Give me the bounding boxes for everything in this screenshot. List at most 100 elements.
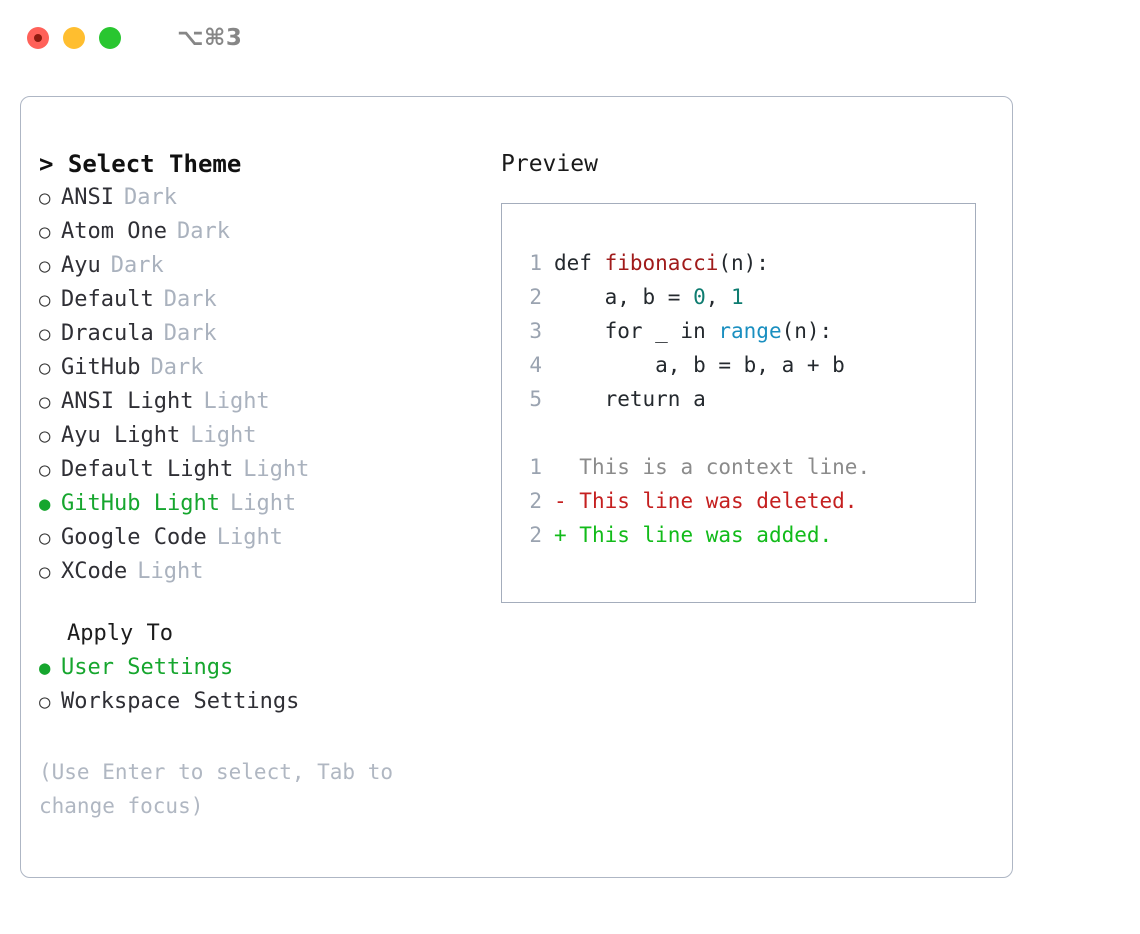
diff-text: This is a context line. xyxy=(579,455,871,479)
radio-unselected-icon[interactable]: ○ xyxy=(39,425,51,447)
theme-list-item[interactable]: ● GitHub Light Light xyxy=(39,487,479,521)
minimize-button-icon[interactable] xyxy=(63,27,85,49)
theme-list-item[interactable]: ○ Atom One Dark xyxy=(39,215,479,249)
theme-name-label: Default Light xyxy=(61,457,234,482)
theme-name-label: Ayu Light xyxy=(61,423,181,448)
code-line: 5 return a xyxy=(516,382,969,416)
zoom-button-icon[interactable] xyxy=(99,27,121,49)
theme-variant-tag: Light xyxy=(243,457,310,482)
radio-unselected-icon[interactable]: ○ xyxy=(39,323,51,345)
keyboard-hint-text: (Use Enter to select, Tab to change focu… xyxy=(39,760,406,818)
diff-line: 2+ This line was added. xyxy=(516,518,969,552)
window-controls xyxy=(27,27,121,49)
code-token: return a xyxy=(554,387,706,411)
radio-unselected-icon[interactable]: ○ xyxy=(39,691,51,713)
radio-unselected-icon[interactable]: ○ xyxy=(39,357,51,379)
line-number: 2 xyxy=(529,489,542,513)
diff-text: This line was deleted. xyxy=(579,489,858,513)
theme-variant-tag: Dark xyxy=(176,219,230,244)
line-number: 4 xyxy=(529,353,542,377)
theme-name-label: Google Code xyxy=(61,525,207,550)
theme-name-label: GitHub Light xyxy=(61,491,220,516)
radio-unselected-icon[interactable]: ○ xyxy=(39,391,51,413)
radio-unselected-icon[interactable]: ○ xyxy=(39,221,51,243)
select-theme-header: > Select Theme xyxy=(39,150,242,178)
code-line-content: for _ in range(n): xyxy=(554,314,833,348)
theme-name-label: Atom One xyxy=(61,219,167,244)
theme-list-item[interactable]: ○ Ayu Dark xyxy=(39,249,479,283)
code-token: 1 xyxy=(731,285,744,309)
keyboard-shortcut-label: ⌥⌘3 xyxy=(177,25,243,51)
diff-line: 2- This line was deleted. xyxy=(516,484,969,518)
code-token: 0 xyxy=(693,285,706,309)
theme-variant-tag: Light xyxy=(216,525,283,550)
theme-variant-tag: Dark xyxy=(163,321,217,346)
code-token: def xyxy=(554,251,605,275)
line-number: 3 xyxy=(529,319,542,343)
theme-variant-tag: Dark xyxy=(123,185,177,210)
diff-marker: + xyxy=(554,523,580,547)
radio-selected-icon[interactable]: ● xyxy=(39,493,51,515)
theme-list-item[interactable]: ○ GitHub Dark xyxy=(39,351,479,385)
apply-to-option[interactable]: ● User Settings xyxy=(39,651,479,685)
theme-name-label: ANSI xyxy=(61,185,114,210)
theme-name-label: GitHub xyxy=(61,355,141,380)
theme-list-item[interactable]: ○ Google Code Light xyxy=(39,521,479,555)
theme-list-item[interactable]: ○ ANSI Dark xyxy=(39,181,479,215)
code-line-content: a, b = 0, 1 xyxy=(554,280,744,314)
apply-to-label: User Settings xyxy=(61,655,234,680)
radio-selected-icon[interactable]: ● xyxy=(39,657,51,679)
code-line-content: a, b = b, a + b xyxy=(554,348,845,382)
apply-to-list[interactable]: ● User Settings ○ Workspace Settings xyxy=(39,651,479,719)
radio-unselected-icon[interactable]: ○ xyxy=(39,527,51,549)
title-bar: ⌥⌘3 xyxy=(0,0,1140,76)
theme-variant-tag: Dark xyxy=(163,287,217,312)
theme-list-item[interactable]: ○ Default Dark xyxy=(39,283,479,317)
theme-variant-tag: Light xyxy=(229,491,297,516)
apply-to-section: Apply To ● User Settings ○ Workspace Settin… xyxy=(39,617,479,719)
radio-unselected-icon[interactable]: ○ xyxy=(39,561,51,583)
theme-name-label: ANSI Light xyxy=(61,389,194,414)
diff-text: This line was added. xyxy=(579,523,833,547)
theme-list-item[interactable]: ○ Default Light Light xyxy=(39,453,479,487)
diff-marker: - xyxy=(554,489,580,513)
code-token: for _ in xyxy=(554,319,719,343)
apply-to-label: Workspace Settings xyxy=(61,689,300,714)
theme-name-label: Dracula xyxy=(61,321,154,346)
theme-list-item[interactable]: ○ ANSI Light Light xyxy=(39,385,479,419)
line-number: 2 xyxy=(529,285,542,309)
code-line: 2 a, b = 0, 1 xyxy=(516,280,969,314)
theme-variant-tag: Light xyxy=(203,389,270,414)
theme-variant-tag: Light xyxy=(137,559,204,584)
theme-variant-tag: Dark xyxy=(110,253,164,278)
radio-unselected-icon[interactable]: ○ xyxy=(39,459,51,481)
apply-to-option[interactable]: ○ Workspace Settings xyxy=(39,685,479,719)
code-token: , xyxy=(705,285,732,309)
theme-name-label: Default xyxy=(61,287,154,312)
code-line-content: return a xyxy=(554,382,706,416)
code-token: (n): xyxy=(781,319,833,343)
theme-list-item[interactable]: ○ Dracula Dark xyxy=(39,317,479,351)
preview-title: Preview xyxy=(501,151,598,177)
apply-to-title: Apply To xyxy=(67,621,173,646)
radio-unselected-icon[interactable]: ○ xyxy=(39,255,51,277)
theme-variant-tag: Dark xyxy=(150,355,204,380)
code-token: a, b = b, a + b xyxy=(554,353,845,377)
line-number: 1 xyxy=(529,455,542,479)
close-button-icon[interactable] xyxy=(27,27,49,49)
line-number: 5 xyxy=(529,387,542,411)
radio-unselected-icon[interactable]: ○ xyxy=(39,187,51,209)
code-line-content: def fibonacci(n): xyxy=(554,246,769,280)
theme-name-label: Ayu xyxy=(61,253,101,278)
radio-unselected-icon[interactable]: ○ xyxy=(39,289,51,311)
